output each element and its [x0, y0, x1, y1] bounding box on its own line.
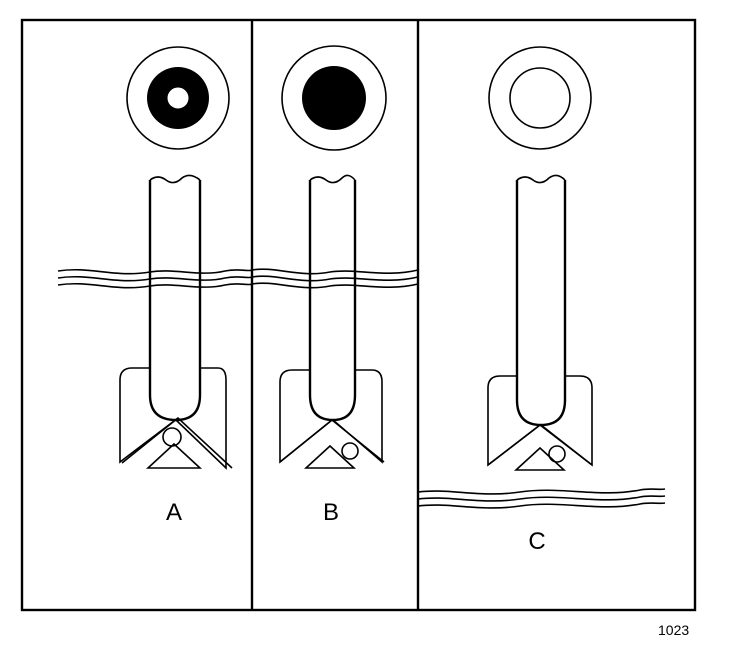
liquid-level-a	[57, 268, 253, 289]
panel-b: B	[251, 45, 419, 526]
valve-housing-a	[119, 174, 233, 470]
indicator-a	[126, 46, 230, 150]
panel-c: C	[417, 46, 666, 555]
panel-a: A	[57, 46, 253, 526]
panel-label: C	[528, 528, 545, 555]
indicator-c	[488, 46, 592, 150]
ball-b	[341, 442, 359, 460]
panel-label: A	[166, 499, 182, 526]
ball-c	[548, 445, 566, 463]
outer-frame	[20, 18, 697, 612]
panel-label: B	[323, 499, 339, 526]
ball-a	[162, 427, 182, 447]
valve-housing-b	[279, 174, 385, 469]
valve-housing-c	[487, 174, 593, 471]
figure-number: 1023	[658, 622, 690, 638]
liquid-level-c	[417, 488, 666, 509]
indicator-b	[281, 45, 387, 151]
liquid-level-b	[251, 268, 419, 289]
